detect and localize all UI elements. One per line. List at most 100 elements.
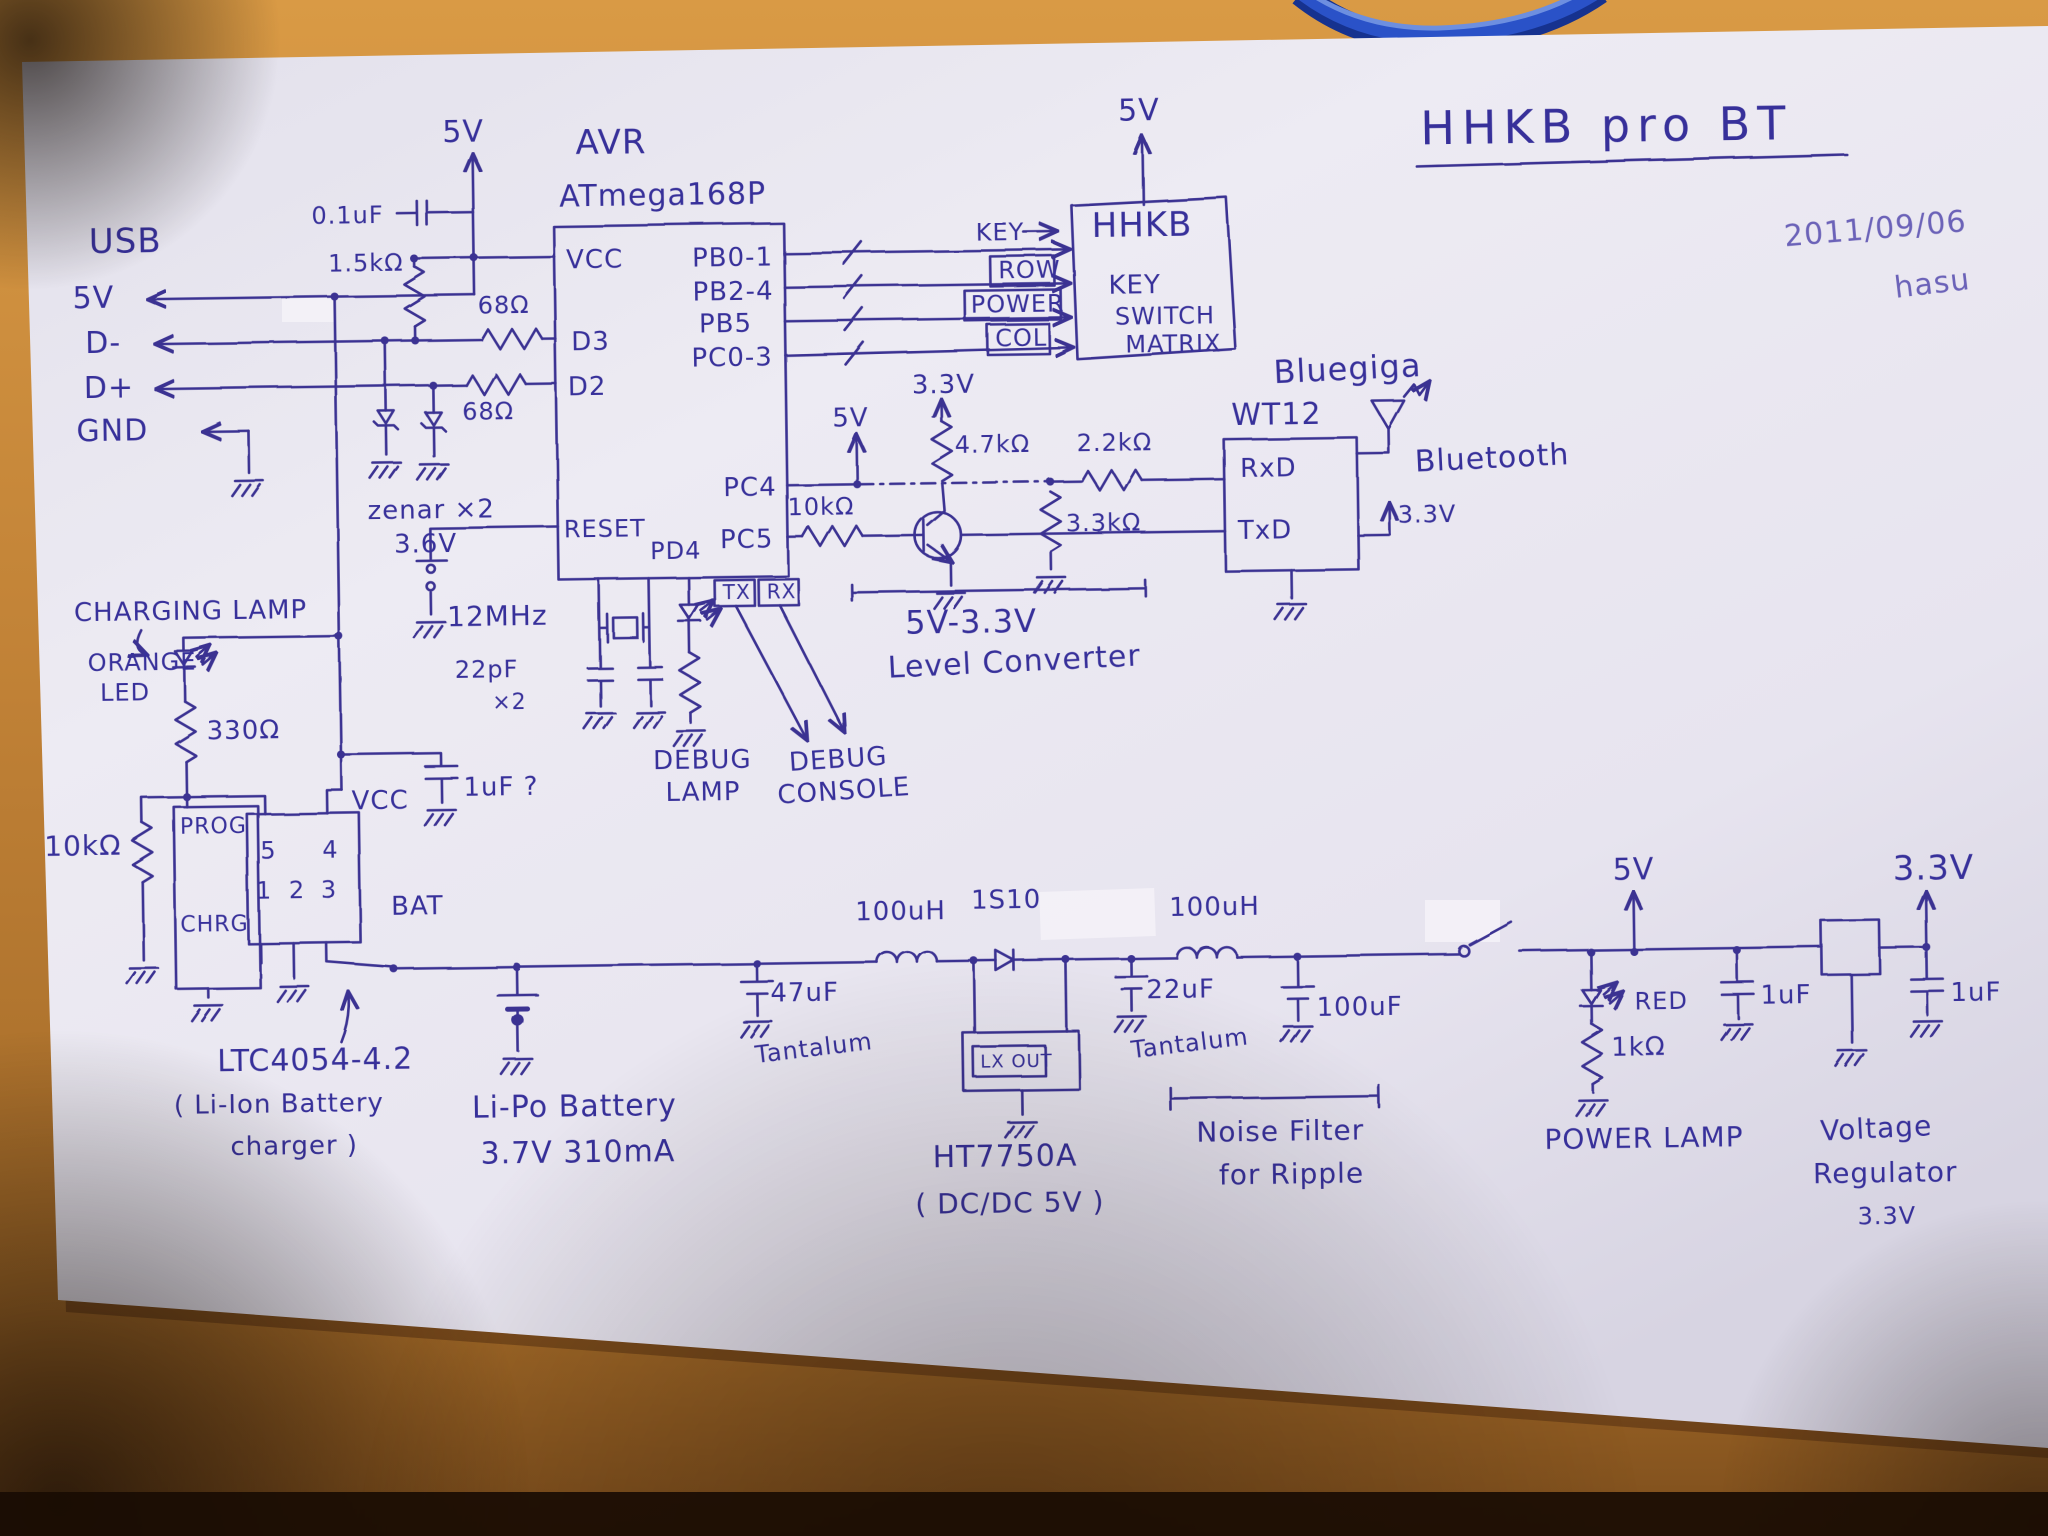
lc-5v-arrow: [857, 436, 858, 486]
crystal-circuit: [586, 576, 664, 708]
keymatrix-wire-3: [783, 317, 1069, 321]
antenna-tail: [1402, 382, 1428, 396]
chg-pin2: 2: [289, 876, 306, 904]
chg-pin1: 1: [256, 877, 273, 905]
orange-led-label-1: ORANGE: [87, 648, 196, 678]
usb-5v-label: 5V: [72, 281, 114, 317]
hhkb-5v-label: 5V: [1118, 93, 1160, 129]
cap-100uf-label: 100uF: [1316, 992, 1402, 1023]
usb-wire-gnd: [204, 431, 250, 432]
rail-33v-arrow: [1926, 893, 1927, 949]
hhkb-matrix-2: SWITCH: [1115, 301, 1215, 330]
desk-edge-shadow: [0, 1492, 2048, 1536]
title-underline: [1415, 153, 1849, 168]
bt-33v-label: 3.3V: [1398, 500, 1457, 529]
sig-row: ROW: [998, 255, 1061, 284]
cap-100uf: [1280, 954, 1315, 1022]
lc-bracket: [850, 578, 1148, 602]
debug-console-arrow-2: [778, 604, 844, 732]
pin-reset: RESET: [564, 514, 646, 543]
xtal-cap-label: 22pF: [455, 655, 519, 684]
res-10k-lc-label: 10kΩ: [787, 492, 854, 521]
pin-pc5: PC5: [720, 524, 774, 555]
res-10k-chg-label: 10kΩ: [44, 829, 122, 863]
orange-led-label-2: LED: [100, 678, 150, 707]
cap-1uf-q-label: 1uF ?: [463, 772, 538, 803]
debug-console-label-1: DEBUG: [788, 741, 888, 777]
red-led-label: RED: [1634, 987, 1688, 1016]
zener-label: zenar ×2: [367, 494, 495, 526]
prog-label: PROG: [180, 814, 247, 840]
ink-lines: [125, 127, 1945, 1139]
res-47k-label: 4.7kΩ: [955, 430, 1031, 459]
lc-5v-label: 5V: [832, 403, 869, 434]
paper-sheet: [22, 26, 2048, 1448]
regulator-label-2: Regulator: [1813, 1155, 1958, 1190]
regulator-label-1: Voltage: [1819, 1109, 1933, 1147]
chg-pin5: 5: [260, 836, 277, 864]
pin-vcc: VCC: [566, 245, 624, 276]
lc-range-label: 5V-3.3V: [905, 602, 1037, 642]
reset-circuit: [414, 525, 560, 616]
power-switch: [1457, 920, 1513, 958]
keymatrix-wire-2: [783, 283, 1068, 287]
sig-key: KEY: [976, 218, 1025, 247]
debug-lamp-label-1: DEBUG: [653, 745, 752, 776]
cap-01uf-label: 0.1uF: [311, 201, 384, 230]
avr-title: AVR: [575, 122, 647, 163]
hhkb-matrix-3: MATRIX: [1125, 329, 1222, 358]
chg-pin3: 3: [321, 876, 338, 904]
charger-outer-box: [172, 804, 262, 991]
tx-label: TX: [722, 580, 751, 604]
bluetooth-label: Bluetooth: [1414, 437, 1570, 480]
page-title: HHKB pro BT: [1420, 96, 1793, 155]
lc-33v-label: 3.3V: [912, 370, 976, 401]
usb-dplus-label: D+: [84, 370, 135, 406]
chrg-label: CHRG: [180, 912, 249, 938]
col-label-box: [985, 322, 1051, 356]
pin-pc03: PC0-3: [691, 342, 773, 373]
row-label-box: [988, 254, 1056, 288]
usb-gnd-label: GND: [76, 413, 148, 449]
rx-label: RX: [767, 579, 797, 603]
avr-5v-arrow: [473, 156, 474, 259]
cap-47uf: [739, 962, 775, 1018]
pin-pc4: PC4: [723, 472, 777, 503]
chg-vcc-label: VCC: [351, 786, 409, 817]
antenna: [1355, 399, 1406, 455]
diode-1s10-label: 1S10: [971, 885, 1042, 916]
ltc-pointer-arrow: [339, 993, 349, 1043]
usb-dminus-label: D-: [85, 326, 121, 361]
cap-1uf-b: [1909, 946, 1945, 1017]
chg-pin4: 4: [322, 836, 339, 864]
debug-console-arrow-1: [734, 604, 807, 740]
pin-txd: TxD: [1237, 515, 1293, 546]
rail-33v-label: 3.3V: [1892, 848, 1974, 889]
pin-pb01: PB0-1: [692, 242, 773, 273]
charging-lamp-label: CHARGING LAMP: [74, 595, 308, 628]
res-15k-label: 1.5kΩ: [328, 249, 404, 278]
sig-col: COL: [995, 324, 1047, 353]
regulator-label-3: 3.3V: [1857, 1202, 1916, 1231]
keymatrix-wire-4: [784, 347, 1071, 355]
pin-pb24: PB2-4: [692, 276, 773, 307]
bus-slashes: [842, 240, 865, 366]
res-68b-label: 68Ω: [462, 397, 514, 426]
emitter-arrow: [926, 545, 950, 561]
pin-rxd: RxD: [1240, 453, 1297, 484]
zener-voltage-label: 3.6V: [394, 529, 458, 560]
usb-wire-dminus: [157, 340, 484, 345]
power-lamp-label: POWER LAMP: [1544, 1120, 1744, 1156]
power-label-box: [963, 288, 1063, 323]
hhkb-box: [1070, 195, 1237, 361]
res-68a-label: 68Ω: [478, 291, 530, 320]
pin-d2: D2: [568, 372, 607, 403]
wt12-part-label: WT12: [1231, 397, 1322, 433]
charger-ic-box: [245, 811, 362, 946]
inductor-1-label: 100uH: [855, 896, 946, 927]
res-1k-label: 1kΩ: [1611, 1032, 1666, 1063]
hhkb-matrix-1: KEY: [1108, 270, 1161, 301]
